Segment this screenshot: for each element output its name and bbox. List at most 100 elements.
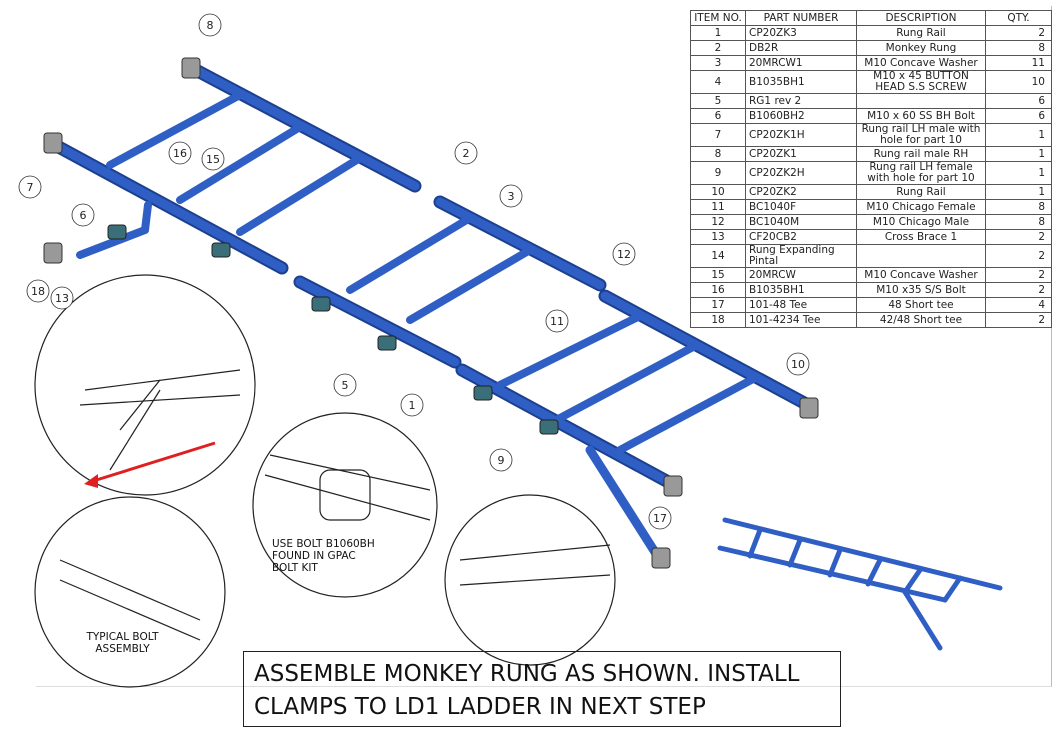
callout-number: 16 [173,147,187,160]
cell-qty: 2 [985,244,1052,268]
cell-desc: Rung Rail [856,25,986,41]
bolt-note-line: BOLT KIT [272,562,318,574]
clamps [107,224,559,435]
cell-item: 12 [690,214,746,230]
callout-number: 3 [508,190,515,203]
cell-qty: 2 [985,267,1052,283]
cell-part: BC1040F [745,199,857,215]
callout-balloon: 8 [198,13,222,37]
cell-item: 18 [690,312,746,328]
detail-circle-4 [444,494,616,666]
cell-item: 2 [690,40,746,56]
cell-qty: 2 [985,229,1052,245]
callout-number: 7 [27,181,34,194]
callout-balloon: 5 [333,373,357,397]
cell-item: 15 [690,267,746,283]
cell-desc [856,93,986,109]
cell-part: CP20ZK3 [745,25,857,41]
callout-balloon: 7 [18,175,42,199]
callout-number: 13 [55,292,69,305]
cell-qty: 1 [985,146,1052,162]
cell-item: 5 [690,93,746,109]
callout-balloon: 3 [499,184,523,208]
cell-item: 17 [690,297,746,313]
callout-number: 10 [791,358,805,371]
cell-part: CF20CB2 [745,229,857,245]
cell-part: 20MRCW1 [745,55,857,71]
cell-desc: M10 x 60 SS BH Bolt [856,108,986,124]
detail-circle-1 [34,274,256,496]
cell-item: 8 [690,146,746,162]
callout-number: 1 [409,399,416,412]
cell-desc: M10 Chicago Male [856,214,986,230]
red-arrow [89,441,216,484]
callout-balloon: 17 [648,506,672,530]
mini-ladder [717,517,1003,651]
callout-balloon: 12 [612,242,636,266]
cell-item: 14 [690,244,746,268]
bolt-note-line: USE BOLT B1060BH [272,538,375,550]
callout-number: 5 [342,379,349,392]
cell-desc: Rung rail LH female with hole for part 1… [856,161,986,185]
header-item-no: ITEM NO. [690,10,746,26]
callout-balloon: 15 [201,147,225,171]
callout-number: 11 [550,315,564,328]
cell-item: 11 [690,199,746,215]
cell-part: CP20ZK2 [745,184,857,200]
typical-bolt-note: TYPICAL BOLT ASSEMBLY [80,631,165,655]
cell-desc: Rung rail male RH [856,146,986,162]
cell-qty: 11 [985,55,1052,71]
cell-item: 4 [690,70,746,94]
callout-balloon: 10 [786,352,810,376]
header-part-number: PART NUMBER [745,10,857,26]
cell-desc: M10 x35 S/S Bolt [856,282,986,298]
instruction-line-2: CLAMPS TO LD1 LADDER IN NEXT STEP [254,694,706,720]
cell-item: 3 [690,55,746,71]
cell-part: Rung Expanding Pintal [745,244,857,268]
cell-desc [856,244,986,268]
red-arrow-head [84,474,98,488]
cell-qty: 1 [985,123,1052,147]
callout-balloon: 18 [26,279,50,303]
ladder-assembly [43,57,1003,651]
cell-qty: 1 [985,161,1052,185]
cell-item: 10 [690,184,746,200]
cell-desc: Rung rail LH male with hole for part 10 [856,123,986,147]
callout-number: 15 [206,153,220,166]
cell-part: B1035BH1 [745,70,857,94]
cell-item: 6 [690,108,746,124]
drawing-frame [36,6,1052,687]
cell-qty: 4 [985,297,1052,313]
cell-item: 13 [690,229,746,245]
typical-note-line: TYPICAL BOLT [86,631,159,643]
callout-balloon: 6 [71,203,95,227]
cell-desc: M10 Concave Washer [856,55,986,71]
cell-part: CP20ZK1 [745,146,857,162]
bolt-note-line: FOUND IN GPAC [272,550,356,562]
cell-part: DB2R [745,40,857,56]
cell-desc: 48 Short tee [856,297,986,313]
cell-desc: M10 x 45 BUTTON HEAD S.S SCREW [856,70,986,94]
callout-number: 12 [617,248,631,261]
instruction-box: ASSEMBLE MONKEY RUNG AS SHOWN. INSTALL C… [243,651,841,727]
cell-part: B1060BH2 [745,108,857,124]
typical-note-line: ASSEMBLY [95,643,150,655]
cell-part: CP20ZK2H [745,161,857,185]
cell-item: 1 [690,25,746,41]
callout-number: 8 [207,19,214,32]
callout-number: 18 [31,285,45,298]
callout-balloon: 1 [400,393,424,417]
